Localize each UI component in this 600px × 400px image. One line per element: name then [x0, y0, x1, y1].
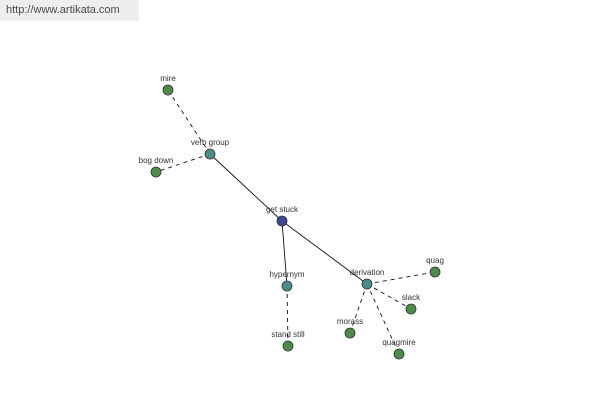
node-label-verb-group: verb group [191, 138, 230, 147]
graph-nodes: get stuck verb group hypernym derivation mir… [139, 74, 444, 360]
node-mire[interactable]: mire [160, 74, 176, 96]
node-dot-derivation[interactable] [361, 278, 373, 290]
edge-derivation-to-quag [366, 271, 436, 285]
edge-derivation-to-slack [366, 283, 412, 310]
node-label-stand-still: stand still [271, 330, 305, 339]
edge-get-stuck-to-hypernym [281, 220, 288, 287]
node-label-quagmire: quagmire [382, 338, 416, 347]
node-dot-verb-group[interactable] [204, 148, 216, 160]
node-label-bog-down: bog down [139, 156, 174, 165]
node-dot-stand-still[interactable] [282, 340, 294, 352]
node-stand-still[interactable]: stand still [271, 330, 305, 352]
node-quagmire[interactable]: quagmire [382, 338, 416, 360]
edge-get-stuck-to-verb-group [209, 153, 283, 222]
node-label-derivation: derivation [350, 268, 385, 277]
node-dot-bog-down[interactable] [150, 166, 162, 178]
node-dot-get-stuck[interactable] [276, 215, 288, 227]
node-dot-quag[interactable] [429, 266, 441, 278]
node-label-quag: quag [426, 256, 444, 265]
node-get-stuck[interactable]: get stuck [266, 205, 299, 227]
edge-derivation-to-morass [349, 283, 368, 334]
node-dot-morass[interactable] [344, 327, 356, 339]
node-dot-hypernym[interactable] [281, 280, 293, 292]
edge-hypernym-to-stand-still [286, 285, 289, 347]
edge-derivation-to-quagmire [366, 283, 400, 355]
node-dot-quagmire[interactable] [393, 348, 405, 360]
node-verb-group[interactable]: verb group [191, 138, 230, 160]
node-label-mire: mire [160, 74, 176, 83]
node-bog-down[interactable]: bog down [139, 156, 174, 178]
node-dot-mire[interactable] [162, 84, 174, 96]
node-dot-slack[interactable] [405, 303, 417, 315]
node-morass[interactable]: morass [337, 317, 363, 339]
node-label-morass: morass [337, 317, 363, 326]
edge-verb-group-to-bog-down [155, 153, 211, 173]
node-quag[interactable]: quag [426, 256, 444, 278]
node-label-slack: slack [402, 293, 421, 302]
node-slack[interactable]: slack [402, 293, 421, 315]
graph-edges [155, 89, 436, 355]
node-label-get-stuck: get stuck [266, 205, 299, 214]
node-derivation[interactable]: derivation [350, 268, 385, 290]
edge-get-stuck-to-derivation [281, 220, 368, 285]
watermark-link[interactable]: http://www.artikata.com [0, 0, 139, 21]
node-hypernym[interactable]: hypernym [269, 270, 305, 292]
node-label-hypernym: hypernym [269, 270, 304, 279]
